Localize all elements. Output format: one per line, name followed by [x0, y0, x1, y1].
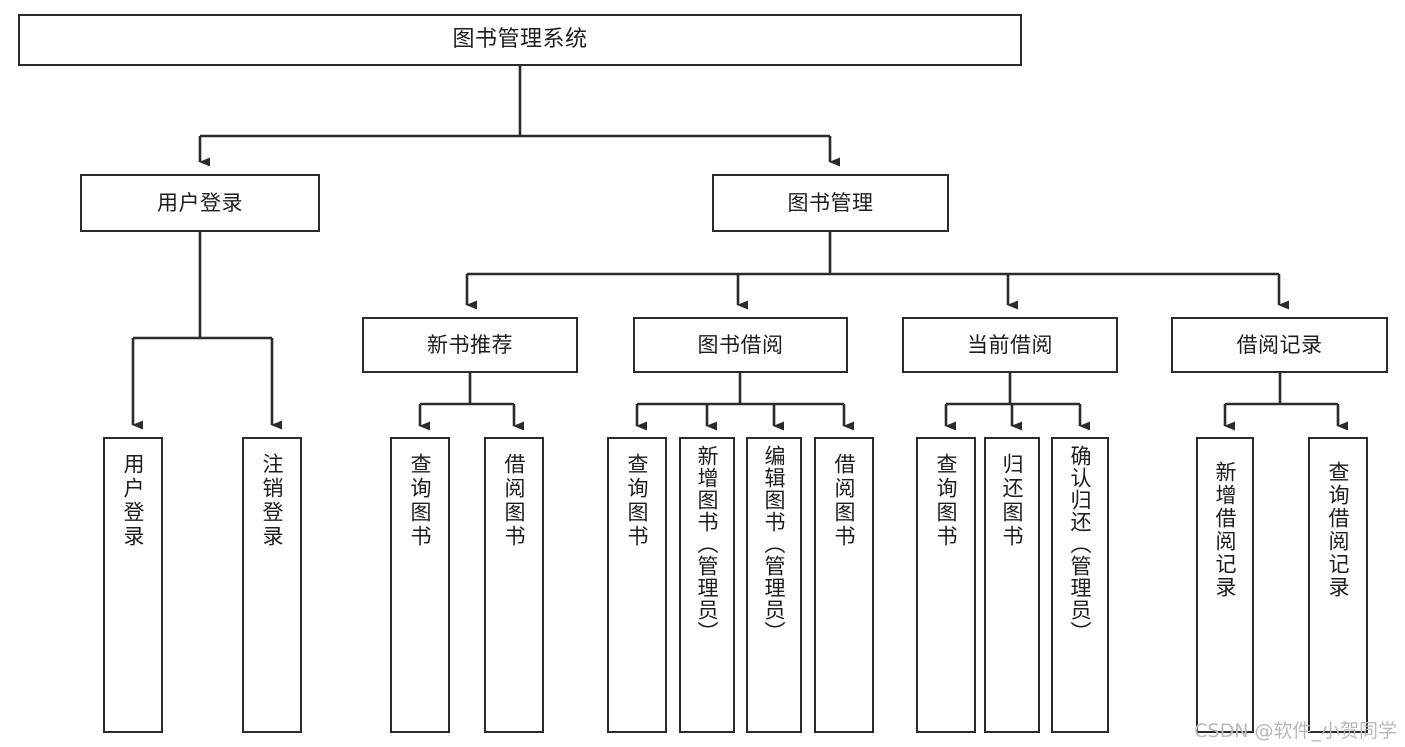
node-leaf-borrow-book[interactable]: 借阅图书: [814, 437, 874, 733]
node-leaf-borrow-book-recommend-label: 借阅图书: [502, 453, 527, 549]
node-book-manage-label: 图书管理: [787, 190, 874, 215]
node-leaf-user-login[interactable]: 用户登录: [103, 437, 163, 733]
node-leaf-query-book-recommend[interactable]: 查询图书: [390, 437, 450, 733]
csdn-watermark: CSDN @软件_小贺同学: [1194, 720, 1397, 742]
node-leaf-return-book-label: 归还图书: [1000, 453, 1025, 549]
node-leaf-query-book-recommend-label: 查询图书: [408, 453, 433, 549]
connector-userlogin-to-leaves: [131, 232, 282, 430]
node-leaf-return-book[interactable]: 归还图书: [984, 437, 1040, 733]
node-borrow-record-label: 借阅记录: [1236, 332, 1323, 357]
node-leaf-confirm-return-admin-label: 确认归还（管理员）: [1068, 445, 1093, 643]
node-current-borrow-label: 当前借阅: [967, 332, 1053, 357]
connector-currentborrow-to-leaves: [944, 373, 1090, 431]
node-user-login[interactable]: 用户登录: [80, 174, 320, 232]
node-leaf-add-book-admin[interactable]: 新增图书（管理员）: [679, 437, 735, 733]
node-leaf-edit-book-admin[interactable]: 编辑图书（管理员）: [746, 437, 802, 733]
node-leaf-borrow-book-recommend[interactable]: 借阅图书: [484, 437, 544, 733]
node-leaf-logout-login-label: 注销登录: [260, 453, 285, 549]
node-leaf-query-book-current-label: 查询图书: [934, 453, 959, 549]
node-user-login-label: 用户登录: [157, 190, 243, 215]
node-leaf-add-borrow-record[interactable]: 新增借阅记录: [1196, 437, 1254, 733]
node-new-book-recommend-label: 新书推荐: [427, 332, 513, 357]
node-leaf-confirm-return-admin[interactable]: 确认归还（管理员）: [1051, 437, 1109, 733]
node-leaf-query-borrow-record-label: 查询借阅记录: [1326, 461, 1351, 599]
connector-root-to-level1: [198, 66, 840, 167]
node-leaf-edit-book-admin-label: 编辑图书（管理员）: [762, 445, 787, 643]
connector-borrowrecord-to-leaves: [1223, 373, 1348, 431]
node-book-borrow[interactable]: 图书借阅: [633, 317, 848, 373]
node-leaf-add-book-admin-label: 新增图书（管理员）: [695, 445, 720, 643]
node-leaf-logout-login[interactable]: 注销登录: [242, 437, 302, 733]
node-current-borrow[interactable]: 当前借阅: [902, 317, 1118, 373]
node-root-label: 图书管理系统: [452, 26, 588, 52]
node-leaf-query-borrow-record[interactable]: 查询借阅记录: [1308, 437, 1368, 733]
node-new-book-recommend[interactable]: 新书推荐: [362, 317, 578, 373]
node-leaf-user-login-label: 用户登录: [121, 453, 146, 549]
node-leaf-query-book-borrow[interactable]: 查询图书: [607, 437, 667, 733]
node-book-manage[interactable]: 图书管理: [712, 174, 949, 232]
node-leaf-borrow-book-label: 借阅图书: [832, 453, 857, 549]
connector-newbook-to-leaves: [418, 373, 524, 431]
node-leaf-add-borrow-record-label: 新增借阅记录: [1213, 461, 1238, 599]
node-leaf-query-book-borrow-label: 查询图书: [625, 453, 650, 549]
node-root[interactable]: 图书管理系统: [18, 14, 1022, 66]
node-leaf-query-book-current[interactable]: 查询图书: [916, 437, 976, 733]
node-borrow-record[interactable]: 借阅记录: [1171, 317, 1388, 373]
connector-bookborrow-to-leaves: [635, 373, 854, 431]
connector-bookmanage-to-level2: [465, 232, 1289, 310]
node-book-borrow-label: 图书借阅: [697, 332, 784, 357]
